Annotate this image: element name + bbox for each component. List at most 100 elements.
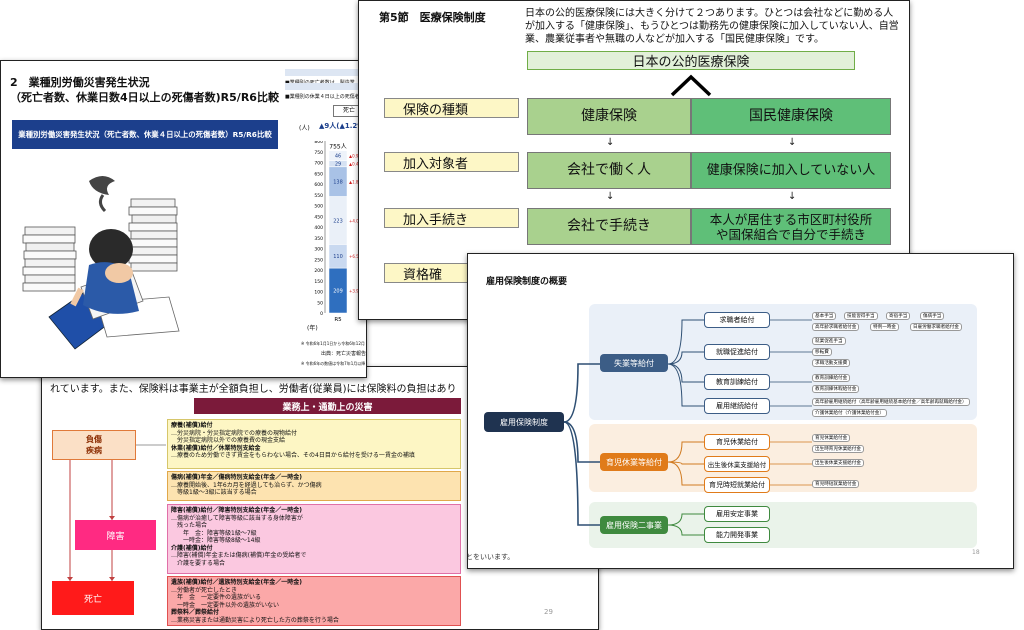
industrial-accident-slide[interactable]: 2 業種別労働災害発生状況 （死亡者数、休業日数4日以上の死傷者数)R5/R6比… <box>0 60 367 378</box>
chart-annotation: ▲9人(▲1.2% <box>319 122 365 130</box>
y-tick-label: 700 <box>314 161 323 167</box>
block-line: …障害(補償)年金または傷病(補償)年金の受給者で <box>171 552 307 559</box>
block-line: 傷病(補償)年金／傷病特別支給金(年金／一時金) <box>171 474 302 481</box>
leaf-injury-allowance: 傷病手当 <box>920 312 945 320</box>
y-tick-label: 650 <box>314 171 323 177</box>
leaf-basic-allowance: 基本手当 <box>812 312 837 320</box>
chart-note-2: ■業種別の休業４日以上の死傷者 <box>285 83 365 100</box>
chart-note-1: ■業種別の死亡者数は、製造業、 <box>285 69 365 86</box>
leaf-job-search-support: 求職活動支援費 <box>812 359 851 367</box>
slide-c-intro: 日本の公的医療保険には大きく分けて２つあります。ひとつは会社などに勤める人が加入… <box>525 8 899 46</box>
procedure-right-cell: 本人が居住する市区町村役所 や国保組合で自分で手続き <box>691 208 891 245</box>
bar-value-label: 46 <box>335 154 341 160</box>
child-postnatal-support: 出生後休業支援給付 <box>704 456 770 472</box>
block-line: 年 金：障害等級1級〜7級 <box>171 529 257 537</box>
row-label-eligibility: 加入対象者 <box>384 152 519 172</box>
y-tick-label: 550 <box>314 193 323 199</box>
root-node: 雇用保険制度 <box>484 412 564 432</box>
bar-segment <box>328 150 348 161</box>
block-line: 葬祭料／葬祭給付 <box>171 609 220 616</box>
benefit-block-medical: 療養(補償)給付 …労災病院・労災指定病院での療養の現物給付 労災指定病院以外で… <box>167 419 461 469</box>
chart-unit: (人) <box>299 125 310 132</box>
y-tick-label: 200 <box>314 268 323 274</box>
block-line: 年 金 一定要件の遺族がいる <box>171 594 262 601</box>
block-line: …傷病が治癒して障害等級に該当する身体障害が <box>171 514 303 522</box>
leaf-relocation: 移転費 <box>812 348 832 356</box>
leaf-training-benefit: 教育訓練給付金 <box>812 374 851 382</box>
block-line: 介護(補償)給付 <box>171 544 213 552</box>
y-tick-label: 50 <box>317 300 323 306</box>
behind-text-2: とをいいます。 <box>467 553 515 561</box>
change-label: ▲0.9% <box>349 154 362 159</box>
national-health-insurance-cell: 国民健康保険 <box>691 98 891 135</box>
y-tick-label: 300 <box>314 247 323 253</box>
block-line: 介護を要する場合 <box>171 559 226 567</box>
disability-box: 障害 <box>75 520 156 550</box>
block-line: 一時金：障害等級8級〜14級 <box>171 537 261 544</box>
overworked-worker-illustration <box>22 176 180 350</box>
chart-footnote-1: ※ 令和6年1月1日から令和6年12月31日までに発生した労働災害について、令和… <box>301 341 365 346</box>
leaf-childcare-leave-benefit: 育児休業給付金 <box>812 434 851 442</box>
leaf-employment-promotion: 就業促進手当 <box>812 337 846 345</box>
slide-b-banner: 業種別労働災害発生状況（死亡者数、休業４日以上の死傷者数）R5/R6比較 <box>12 120 278 149</box>
y-tick-label: 750 <box>314 150 323 156</box>
leaf-skill-allowance: 技能習得手当 <box>844 312 878 320</box>
leaf-elderly-continuation: 高年齢雇用継続給付（高年齢雇用継続基本給付金／高年齢再就職給付金） <box>812 398 970 406</box>
bar-value-label: 110 <box>333 254 343 260</box>
slide-d-page-number: 18 <box>972 549 980 556</box>
y-tick-label: 150 <box>314 279 323 285</box>
row-label-type: 保険の種類 <box>384 98 519 118</box>
y-tick-label: 800 <box>314 141 323 145</box>
eligibility-right-cell: 健康保険に加入していない人 <box>691 152 891 189</box>
row-label-procedure: 加入手続き <box>384 208 519 228</box>
block-line: 等級1級〜3級に該当する場合 <box>171 489 257 496</box>
branch-arrow-icon <box>670 74 712 97</box>
bar-chart-svg: 0501001502002503003504004505005506006507… <box>314 139 363 323</box>
slide-b-title-2: （死亡者数、休業日数4日以上の死傷者数)R5/R6比較 <box>10 91 279 104</box>
down-arrow-icon: ↓ <box>788 191 797 202</box>
injury-box: 負傷 疾病 <box>52 430 136 460</box>
leaf-elderly-jobseeker: 高年齢求職者給付金 <box>812 323 860 331</box>
slide-a-header: 業務上・通勤上の災害 <box>194 398 461 414</box>
y-tick-label: 350 <box>314 236 323 242</box>
x-axis-suffix: (年) <box>307 325 318 332</box>
block-line: 療養(補償)給付 <box>171 422 213 429</box>
leaf-dormitory-allowance: 寄宿手当 <box>886 312 911 320</box>
block-line: 労災指定病院以外での療養費の現金支給 <box>171 437 286 444</box>
leaf-paternity-leave-benefit: 出生時育児休業給付金 <box>812 445 864 453</box>
y-tick-label: 0 <box>320 311 323 317</box>
child-education-training: 教育訓練給付 <box>704 374 770 390</box>
change-label: +6.5% <box>349 254 363 259</box>
child-shorter-hours: 育児時短就業給付 <box>704 477 770 493</box>
down-arrow-icon: ↓ <box>788 137 797 148</box>
group-childcare-benefits: 育児休業等給付 <box>600 453 668 471</box>
child-jobseeker: 求職者給付 <box>704 312 770 328</box>
y-tick-label: 450 <box>314 214 323 220</box>
block-line: 残った場合 <box>171 522 208 529</box>
block-line: …労災病院・労災指定病院での療養の現物給付 <box>171 429 298 437</box>
slide-a-arrows <box>67 444 166 581</box>
procedure-left-cell: 会社で手続き <box>527 208 691 245</box>
x-tick-label: R5 <box>334 317 342 323</box>
bar-total-label: 755人 <box>329 144 346 151</box>
y-tick-label: 250 <box>314 257 323 263</box>
leaf-training-leave: 教育訓練休暇給付金 <box>812 385 860 393</box>
child-reemployment: 就職促進給付 <box>704 344 770 360</box>
leaf-family-care-leave: 介護休業給付（介護休業給付金） <box>812 409 887 417</box>
leaf-day-laborer: 日雇労働求職者給付金 <box>910 323 962 331</box>
y-tick-label: 500 <box>314 204 323 210</box>
death-box: 死亡 <box>52 581 134 615</box>
change-label: +3.9% <box>349 289 363 294</box>
change-label: ▲1.8% <box>349 180 362 185</box>
benefit-block-sickness: 傷病(補償)年金／傷病特別支給金(年金／一時金) …療養開始後、1年6カ月を経過… <box>167 471 461 501</box>
benefit-block-disability: 障害(補償)給付／障害特別支給金(年金／一時金) …傷病が治癒して障害等級に該当… <box>167 504 461 574</box>
y-tick-label: 600 <box>314 182 323 188</box>
block-line: 一時金 一定要件以外の遺族がいない <box>171 601 280 609</box>
block-line: …労働者が死亡したとき <box>171 586 238 594</box>
employment-insurance-slide[interactable]: 雇用保険制度の概要 雇用保険制度 失業等給付 育児休業等給付 雇用保険二事業 求… <box>467 253 1014 569</box>
block-line: …療養のため労働できず賃金をもらわない場合、その4日目から給付を受ける一賃金の補… <box>171 452 415 459</box>
change-label: ▲0.4% <box>349 162 362 167</box>
group-unemployment-benefits: 失業等給付 <box>600 354 668 372</box>
leaf-postnatal-support-benefit: 出生後休業支援給付金 <box>812 459 864 467</box>
